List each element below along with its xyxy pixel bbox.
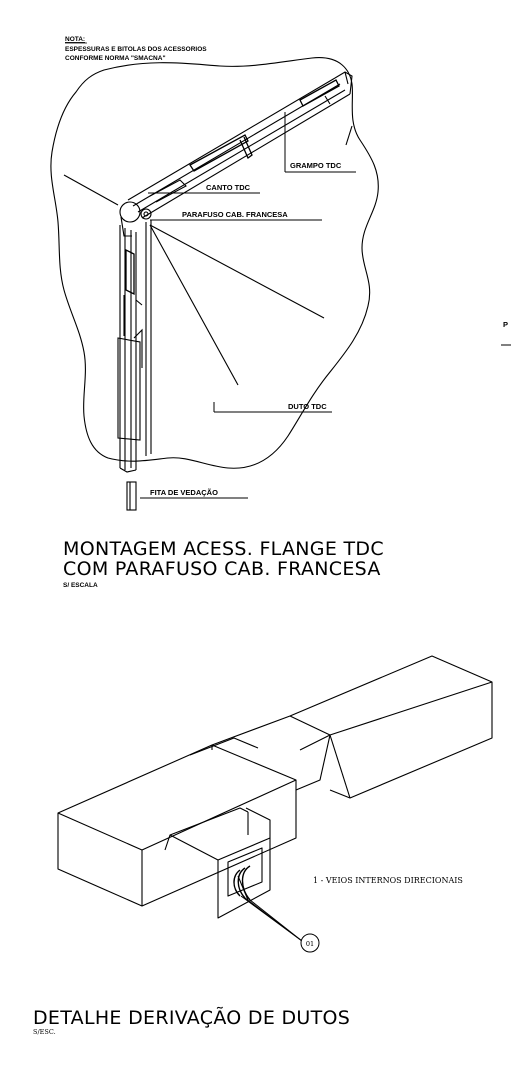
branch-legend: 1 - VEIOS INTERNOS DIRECIONAIS: [313, 876, 463, 885]
note-line-2: CONFORME NORMA "SMACNA": [65, 55, 166, 62]
callout-duto-tdc: DUTO TDC: [288, 402, 327, 411]
fita-vedacao-symbol: [126, 481, 137, 511]
marker-leaders: [240, 895, 303, 942]
branch-title: DETALHE DERIVAÇÃO DE DUTOS: [33, 1006, 350, 1029]
callout-canto-tdc: CANTO TDC: [206, 183, 251, 192]
callout-parafuso-cab-francesa: PARAFUSO CAB. FRANCESA: [182, 210, 288, 219]
item-marker-01: 01: [300, 933, 320, 953]
item-marker-label: 01: [306, 940, 314, 948]
flange-title-line-2: COM PARAFUSO CAB. FRANCESA: [63, 558, 381, 580]
flange-scale: S/ ESCALA: [63, 582, 98, 589]
note-heading: NOTA:: [65, 36, 85, 43]
callout-grampo-tdc: GRAMPO TDC: [290, 161, 342, 170]
edge-label: P: [503, 320, 508, 329]
breakout-outline: [50, 57, 379, 469]
callout-fita-vedacao: FITA DE VEDAÇÃO: [150, 488, 218, 497]
branch-scale: S/ESC.: [33, 1028, 56, 1036]
flange-detail-drawing: [50, 57, 379, 473]
flange-title-line-1: MONTAGEM ACESS. FLANGE TDC: [63, 538, 384, 560]
branch-duct-drawing: [57, 655, 493, 919]
note-line-1: ESPESSURAS E BITOLAS DOS ACESSORIOS: [65, 46, 207, 53]
flange-callouts: [140, 112, 356, 499]
note-block: NOTA: ESPESSURAS E BITOLAS DOS ACESSORIO…: [65, 36, 207, 62]
